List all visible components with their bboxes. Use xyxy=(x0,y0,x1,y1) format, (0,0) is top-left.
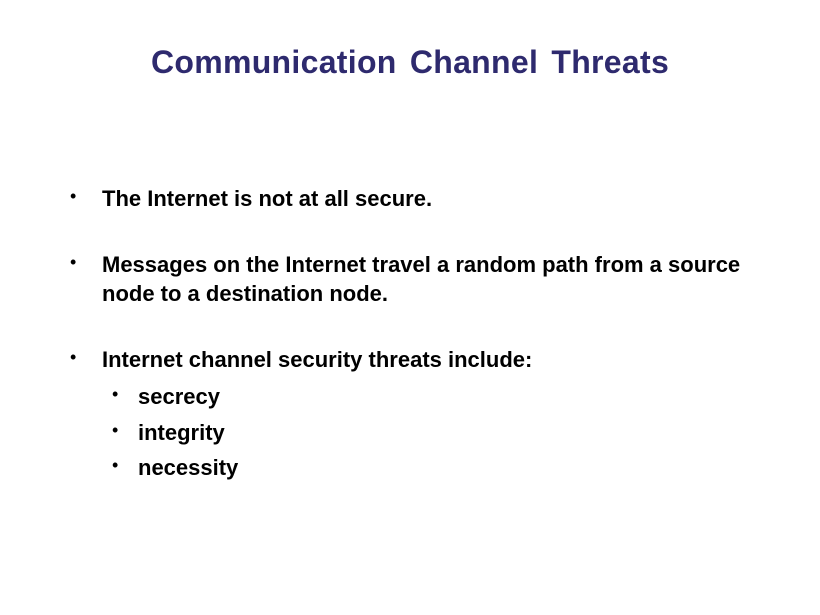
bullet-dot-icon: • xyxy=(70,186,77,206)
bullet-3: Internet channel security threats includ… xyxy=(102,347,533,372)
bullet-2: Messages on the Internet travel a random… xyxy=(102,252,741,306)
bullet-dot-icon: • xyxy=(70,347,77,367)
sub-bullet-secrecy: secrecy xyxy=(138,384,220,409)
sub-bullet-necessity: necessity xyxy=(138,455,239,480)
sub-bullet-integrity: integrity xyxy=(138,420,225,445)
bullet-dot-icon: • xyxy=(70,252,77,272)
sub-bullet-dot-icon: • xyxy=(112,420,119,440)
bullet-1: The Internet is not at all secure. xyxy=(102,186,433,211)
sub-bullet-dot-icon: • xyxy=(112,455,119,475)
slide-title: Communication Channel Threats xyxy=(150,44,670,80)
sub-bullet-dot-icon: • xyxy=(112,384,119,404)
